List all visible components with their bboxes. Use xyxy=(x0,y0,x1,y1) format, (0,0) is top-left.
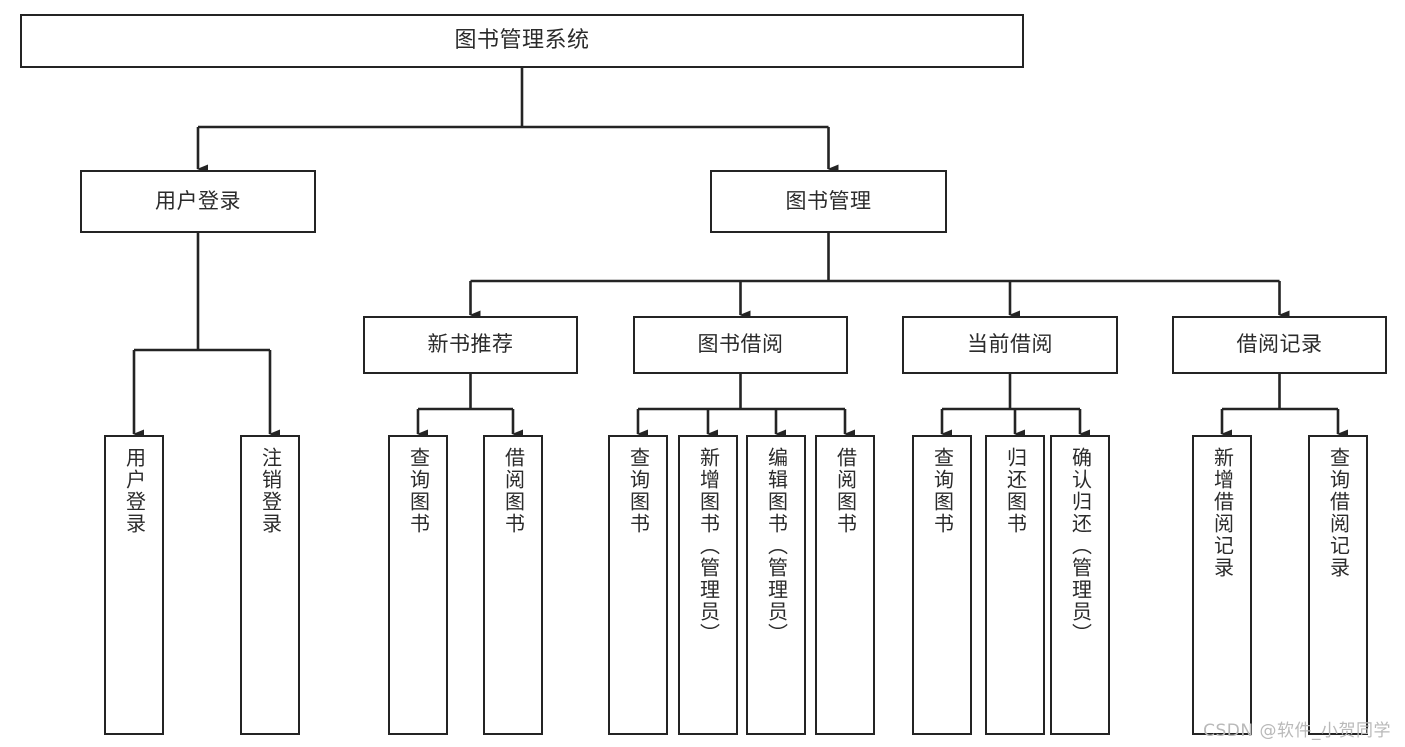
node-leaf5[interactable]: 查询图书 xyxy=(608,435,668,735)
node-borrow[interactable]: 图书借阅 xyxy=(633,316,848,374)
node-label: 借阅图书 xyxy=(833,447,858,535)
node-label: 图书管理 xyxy=(785,188,872,213)
node-label: 图书借阅 xyxy=(697,332,784,357)
node-label: 新书推荐 xyxy=(427,332,514,357)
node-leaf4[interactable]: 借阅图书 xyxy=(483,435,543,735)
node-label: 新增图书（管理员） xyxy=(696,447,721,645)
node-label: 用户登录 xyxy=(155,188,241,213)
node-label: 编辑图书（管理员） xyxy=(764,447,789,645)
node-login[interactable]: 用户登录 xyxy=(80,170,316,233)
node-leaf8[interactable]: 借阅图书 xyxy=(815,435,875,735)
node-leaf7[interactable]: 编辑图书（管理员） xyxy=(746,435,806,735)
node-leaf1[interactable]: 用户登录 xyxy=(104,435,164,735)
node-label: 归还图书 xyxy=(1003,447,1028,535)
node-root[interactable]: 图书管理系统 xyxy=(20,14,1024,68)
node-leaf10[interactable]: 归还图书 xyxy=(985,435,1045,735)
node-label: 查询图书 xyxy=(406,447,431,535)
node-newbook[interactable]: 新书推荐 xyxy=(363,316,578,374)
node-label: 查询图书 xyxy=(930,447,955,535)
node-leaf6[interactable]: 新增图书（管理员） xyxy=(678,435,738,735)
edge-layer xyxy=(132,68,1348,439)
node-label: 注销登录 xyxy=(258,447,283,535)
node-records[interactable]: 借阅记录 xyxy=(1172,316,1387,374)
node-label: 用户登录 xyxy=(122,447,147,535)
node-label: 新增借阅记录 xyxy=(1210,447,1235,579)
node-leaf9[interactable]: 查询图书 xyxy=(912,435,972,735)
node-leaf11[interactable]: 确认归还（管理员） xyxy=(1050,435,1110,735)
node-current[interactable]: 当前借阅 xyxy=(902,316,1118,374)
node-label: 图书管理系统 xyxy=(454,27,590,53)
node-leaf2[interactable]: 注销登录 xyxy=(240,435,300,735)
node-label: 当前借阅 xyxy=(967,332,1053,357)
node-leaf13[interactable]: 查询借阅记录 xyxy=(1308,435,1368,735)
node-leaf12[interactable]: 新增借阅记录 xyxy=(1192,435,1252,735)
node-leaf3[interactable]: 查询图书 xyxy=(388,435,448,735)
node-label: 查询图书 xyxy=(626,447,651,535)
watermark: CSDN @软件_小贺同学 xyxy=(1203,721,1391,741)
node-label: 查询借阅记录 xyxy=(1326,447,1351,579)
node-bookmgmt[interactable]: 图书管理 xyxy=(710,170,947,233)
node-label: 借阅记录 xyxy=(1236,332,1323,357)
node-label: 借阅图书 xyxy=(501,447,526,535)
node-label: 确认归还（管理员） xyxy=(1068,447,1093,645)
